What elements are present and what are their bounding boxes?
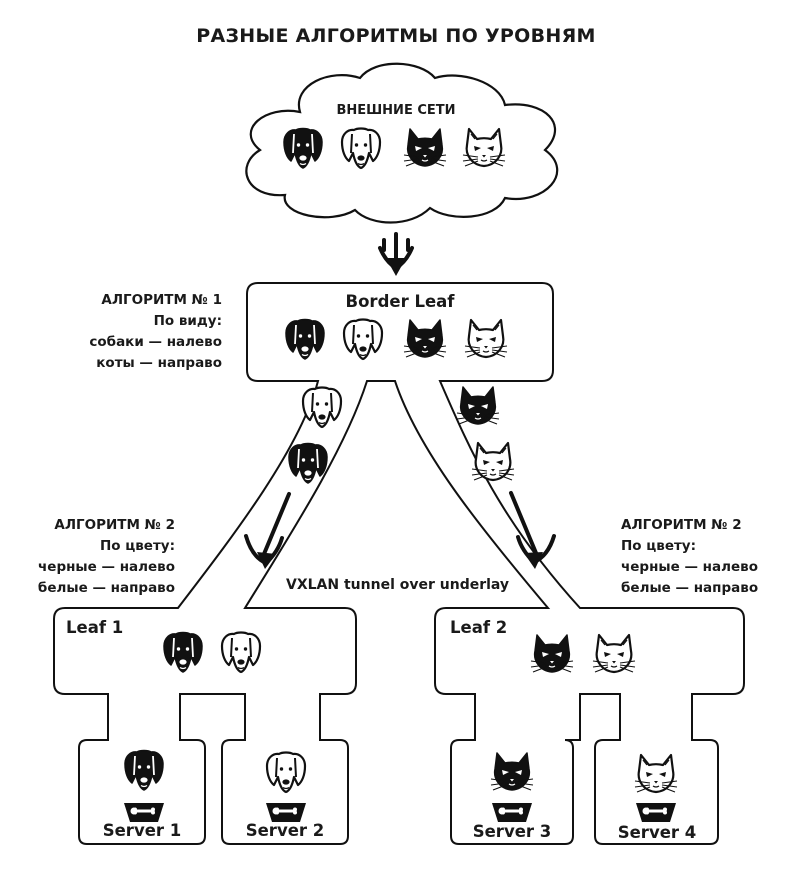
- leaf-2-label: Leaf 2: [450, 618, 508, 637]
- black-cat-icon: [456, 386, 500, 425]
- algorithm-2-left-text: АЛГОРИТМ № 2 По цвету: черные — налево б…: [10, 515, 175, 599]
- algorithm-1-line: коты — направо: [96, 355, 222, 371]
- algorithm-2-right-text: АЛГОРИТМ № 2 По цвету: черные — налево б…: [621, 515, 786, 599]
- algorithm-2-line: белые — направо: [621, 580, 759, 596]
- algorithm-2-line: По цвету:: [621, 538, 697, 554]
- bowl-icon: [490, 801, 534, 824]
- border-leaf-node: [53, 282, 745, 845]
- algorithm-2-title: АЛГОРИТМ № 2: [621, 517, 742, 533]
- server-1-label: Server 1: [102, 821, 182, 840]
- algorithm-1-line: собаки — налево: [89, 334, 222, 350]
- algorithm-1-title: АЛГОРИТМ № 1: [101, 292, 222, 308]
- algorithm-1-line: По виду:: [153, 313, 222, 329]
- external-networks-label: ВНЕШНИЕ СЕТИ: [336, 103, 456, 118]
- bowl-icon: [122, 801, 166, 824]
- algorithm-2-line: черные — налево: [621, 559, 758, 575]
- left-sort-arrow-icon: [244, 492, 291, 569]
- algorithm-2-line: черные — налево: [38, 559, 175, 575]
- border-leaf-label: Border Leaf: [345, 292, 455, 311]
- diagram-title: РАЗНЫЕ АЛГОРИТМЫ ПО УРОВНЯМ: [196, 25, 596, 47]
- algorithm-2-title: АЛГОРИТМ № 2: [54, 517, 175, 533]
- algorithm-2-line: По цвету:: [99, 538, 175, 554]
- algorithm-2-line: белые — направо: [37, 580, 175, 596]
- server-4-label: Server 4: [617, 823, 697, 842]
- external-networks-cloud: [245, 62, 559, 224]
- leaf-1-label: Leaf 1: [66, 618, 124, 637]
- bowl-icon: [264, 801, 308, 824]
- bowl-icon: [634, 801, 678, 824]
- right-sort-arrow-icon: [509, 491, 556, 569]
- white-cat-icon: [470, 441, 516, 482]
- server-3-label: Server 3: [472, 822, 552, 841]
- vxlan-tunnel-label: VXLAN tunnel over underlay: [286, 577, 510, 593]
- algorithm-1-text: АЛГОРИТМ № 1 По виду: собаки — налево ко…: [40, 290, 222, 374]
- server-2-label: Server 2: [245, 821, 325, 840]
